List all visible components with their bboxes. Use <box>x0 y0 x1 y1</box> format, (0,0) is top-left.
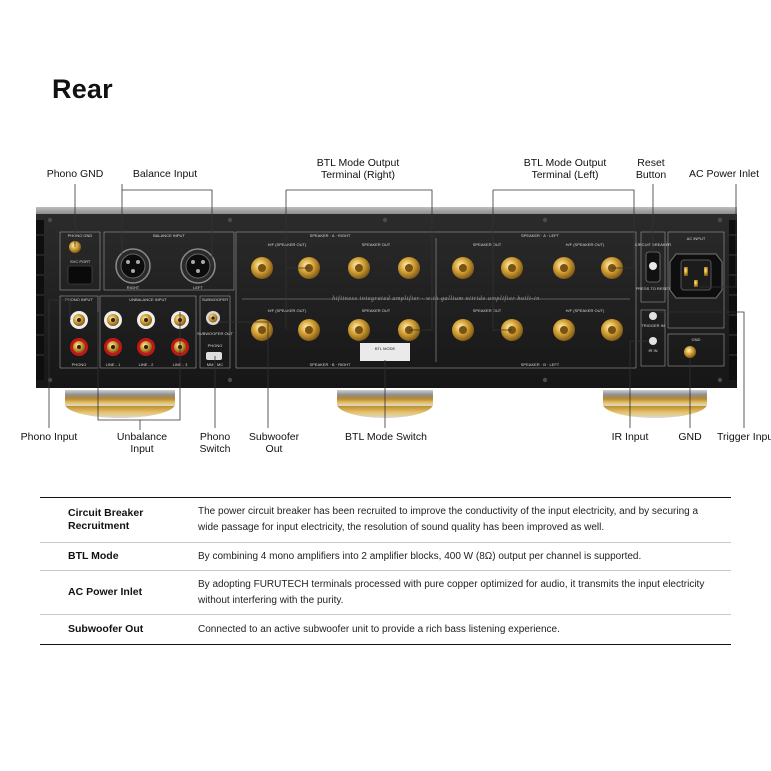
callout-reset-line2: Button <box>636 169 667 181</box>
rca-jacks[interactable] <box>70 311 220 356</box>
callout-gnd: GND <box>678 431 702 443</box>
feet <box>65 390 707 418</box>
panel-label-speaker-out-3: SPEAKER OUT <box>362 308 391 313</box>
callout-unbalance-line1: Unbalance <box>117 431 167 443</box>
callout-ac-power-inlet: AC Power Inlet <box>689 168 759 180</box>
panel-label-speaker-a-left: SPEAKER · A · LEFT <box>521 233 560 238</box>
xlr-right-connector-icon[interactable] <box>115 248 151 284</box>
callout-btl-mode-switch: BTL Mode Switch <box>345 431 427 443</box>
ac-power-inlet-icon[interactable] <box>669 253 723 299</box>
panel-label-press-to-reset: PRESS TO RESET <box>636 286 671 291</box>
panel-label-speaker-a-right: SPEAKER · A · RIGHT <box>310 233 351 238</box>
panel-label-unbalance-input: UNBALANCE INPUT <box>129 297 167 302</box>
panel-label-hf-out-4: H/F (SPEAKER OUT) <box>566 308 605 313</box>
feature-term: BTL Mode <box>68 550 119 562</box>
panel-label-svc-port: SVC PORT <box>70 259 91 264</box>
table-row: Subwoofer Out Connected to an active sub… <box>40 615 731 645</box>
panel-label-ir-in: IR IN <box>648 348 657 353</box>
panel-label-phono-switch: PHONO <box>208 343 223 348</box>
callout-phono-gnd: Phono GND <box>47 168 104 180</box>
panel-label-ac-input: AC INPUT <box>687 236 706 241</box>
panel-label-speaker-out-4: SPEAKER OUT <box>473 308 502 313</box>
phono-switch-icon[interactable] <box>206 352 222 360</box>
feature-description: By combining 4 mono amplifiers into 2 am… <box>198 550 642 562</box>
callout-trigger-input: Trigger Input <box>717 431 771 443</box>
table-row: AC Power Inlet By adopting FURUTECH term… <box>40 571 731 615</box>
callout-btl-right-line1: BTL Mode Output <box>317 157 400 169</box>
panel-label-hf-out-3: H/F (SPEAKER OUT) <box>268 308 307 313</box>
panel-label-balance-input: BALANCE INPUT <box>153 233 185 238</box>
trigger-input-jack-icon[interactable] <box>649 312 657 320</box>
callout-ir-input: IR Input <box>612 431 649 443</box>
feature-description: Connected to an active subwoofer unit to… <box>198 623 560 635</box>
panel-label-phono-gnd: PHONO GND <box>68 233 93 238</box>
panel-label-subwoofer-out: SUBWOOFER OUT <box>197 331 233 336</box>
callout-balance-input: Balance Input <box>133 168 197 180</box>
callout-phono-input: Phono Input <box>21 431 78 443</box>
panel-label-hf-out-2: H/F (SPEAKER OUT) <box>566 242 605 247</box>
callout-btl-right-line2: Terminal (Right) <box>321 169 395 181</box>
table-row: Circuit Breaker Recruitment The power ci… <box>40 497 731 543</box>
feature-table: Circuit Breaker Recruitment The power ci… <box>40 497 731 645</box>
panel-label-phono: PHONO <box>72 362 87 367</box>
panel-label-subwoofer: SUBWOOFER <box>202 297 228 302</box>
callout-unbalance-line2: Input <box>130 443 153 455</box>
panel-label-line2: LINE - 2 <box>139 362 154 367</box>
speaker-binding-posts[interactable] <box>251 257 623 341</box>
panel-label-gnd: GND <box>692 337 701 342</box>
callout-btl-left-line2: Terminal (Left) <box>531 169 598 181</box>
panel-label-line1: LINE - 1 <box>106 362 121 367</box>
panel-label-speaker-b-left: SPEAKER · B · LEFT <box>521 362 560 367</box>
btl-mode-switch-icon[interactable] <box>360 343 410 361</box>
feature-term: Circuit Breaker Recruitment <box>68 507 144 532</box>
callout-subwoofer-line2: Out <box>266 443 283 455</box>
callout-phono-switch-line1: Phono <box>200 431 231 443</box>
callout-btl-left-line1: BTL Mode Output <box>524 157 607 169</box>
panel-label-left: LEFT <box>193 285 203 290</box>
svc-port-icon <box>67 265 93 285</box>
feature-description: The power circuit breaker has been recru… <box>198 506 699 533</box>
panel-label-phono-input: PHONO INPUT <box>65 297 93 302</box>
gnd-terminal-icon[interactable] <box>684 346 696 358</box>
panel-script-text: hifitness integrated amplifier · with ga… <box>332 295 540 302</box>
ir-input-jack-icon[interactable] <box>649 337 657 345</box>
panel-label-trigger-in: TRIGGER IN <box>641 323 664 328</box>
callout-reset-line1: Reset <box>637 157 665 169</box>
panel-label-speaker-out-1: SPEAKER OUT <box>362 242 391 247</box>
page-title: Rear <box>52 74 113 104</box>
amplifier-chassis: PHONO GND SVC PORT BALANCE INPUT RIGHT L… <box>36 207 737 388</box>
callout-phono-switch-line2: Switch <box>200 443 231 455</box>
callout-subwoofer-line1: Subwoofer <box>249 431 300 443</box>
leader-lines <box>48 184 745 430</box>
panel-label-right: RIGHT <box>127 285 140 290</box>
feature-term: Subwoofer Out <box>68 623 144 635</box>
table-row: BTL Mode By combining 4 mono amplifiers … <box>40 543 731 571</box>
panel-label-speaker-out-2: SPEAKER OUT <box>473 242 502 247</box>
feature-term: AC Power Inlet <box>68 586 143 598</box>
feature-description: By adopting FURUTECH terminals processed… <box>198 578 705 606</box>
panel-label-speaker-b-right: SPEAKER · B · RIGHT <box>309 362 351 367</box>
xlr-left-connector-icon[interactable] <box>180 248 216 284</box>
panel-label-hf-out-1: H/F (SPEAKER OUT) <box>268 242 307 247</box>
panel-label-btl-mode: BTL MODE <box>375 346 396 351</box>
